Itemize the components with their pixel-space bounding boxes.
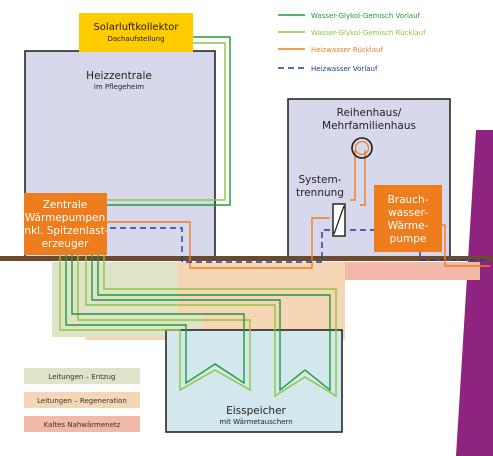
legend-label-heizwasser-vorlauf: Heizwasser Vorlauf: [311, 65, 378, 73]
waermepumpen-line-2: Wärmepumpen: [25, 212, 105, 224]
legend-label-vorlauf-glykol: Wasser-Glykol-Gemisch Vorlauf: [311, 12, 421, 20]
brauchwasser-line-4: pumpe: [390, 233, 427, 245]
purple-side-band: [456, 130, 493, 456]
pipe-regeneration-vorlauf: [91, 230, 331, 392]
waermepumpen-line-3: inkl. Spitzenlast-: [22, 225, 109, 237]
legend-chip-entzug: [24, 368, 140, 384]
pipe-regeneration-ruecklauf: [85, 230, 337, 398]
brauchwasser-line-2: wasser-: [388, 207, 428, 219]
brauchwasser-box: [374, 185, 442, 252]
solar-title: Solarluftkollektor: [93, 22, 179, 33]
systemtrennung-line-1: System-: [299, 174, 342, 186]
waermetauscher-diagonal: [333, 205, 345, 235]
legend-chip-regeneration: [24, 392, 140, 408]
legend-chip-nahwaerme: [24, 416, 140, 432]
waermepumpen-line-4: erzeuger: [42, 238, 90, 250]
reihenhaus-line-1: Reihenhaus/: [337, 107, 402, 119]
waermepumpen-box: [24, 193, 107, 255]
brauchwasser-line-3: Wärme-: [388, 220, 429, 232]
pipe-solar-ruecklauf: [100, 42, 226, 201]
solar-subtitle: Dachaufstellung: [107, 35, 164, 43]
legend-label-heizwasser-ruecklauf: Heizwasser Rücklauf: [311, 46, 383, 54]
eisspeicher-title: Eisspeicher: [226, 405, 286, 417]
heizkoerper-icon-inner: [354, 140, 370, 156]
solar-box: [79, 13, 193, 52]
ground-line: [0, 256, 493, 261]
brauchwasser-line-1: Brauch-: [388, 194, 429, 206]
pipe-heizwasser-ruecklauf-3: [350, 150, 356, 201]
reihenhaus-line-2: Mehrfamilienhaus: [322, 120, 416, 132]
pipe-heizwasser-ruecklauf-right: [440, 224, 490, 267]
heizzentrale-title: Heizzentrale: [86, 70, 152, 82]
pipe-solar-vorlauf: [100, 36, 231, 206]
heizkoerper-icon: [351, 137, 373, 159]
systemtrennung-line-2: trennung: [296, 187, 344, 199]
pipe-heizwasser-vorlauf: [100, 227, 332, 263]
pipe-heizwasser-vorlauf-2: [350, 229, 490, 261]
heizzentrale-subtitle: im Pflegeheim: [94, 83, 144, 91]
pipe-entzug-ruecklauf: [59, 230, 251, 392]
legend-chip-nahwaerme-label: Kaltes Nahwärmenetz: [44, 421, 121, 429]
legend-chip-entzug-label: Leitungen – Entzug: [49, 373, 116, 381]
pipe-heizwasser-ruecklauf: [100, 217, 330, 269]
eisspeicher-subtitle: mit Wärmetauschern: [219, 418, 292, 426]
pipe-heizwasser-ruecklauf-2: [360, 150, 366, 206]
legend-label-ruecklauf-glykol: Wasser-Glykol-Gemisch Rücklauf: [311, 29, 426, 37]
pipe-entzug-vorlauf: [65, 230, 245, 385]
waermepumpen-line-1: Zentrale: [43, 199, 88, 211]
legend-chip-regeneration-label: Leitungen – Regeneration: [37, 397, 127, 405]
